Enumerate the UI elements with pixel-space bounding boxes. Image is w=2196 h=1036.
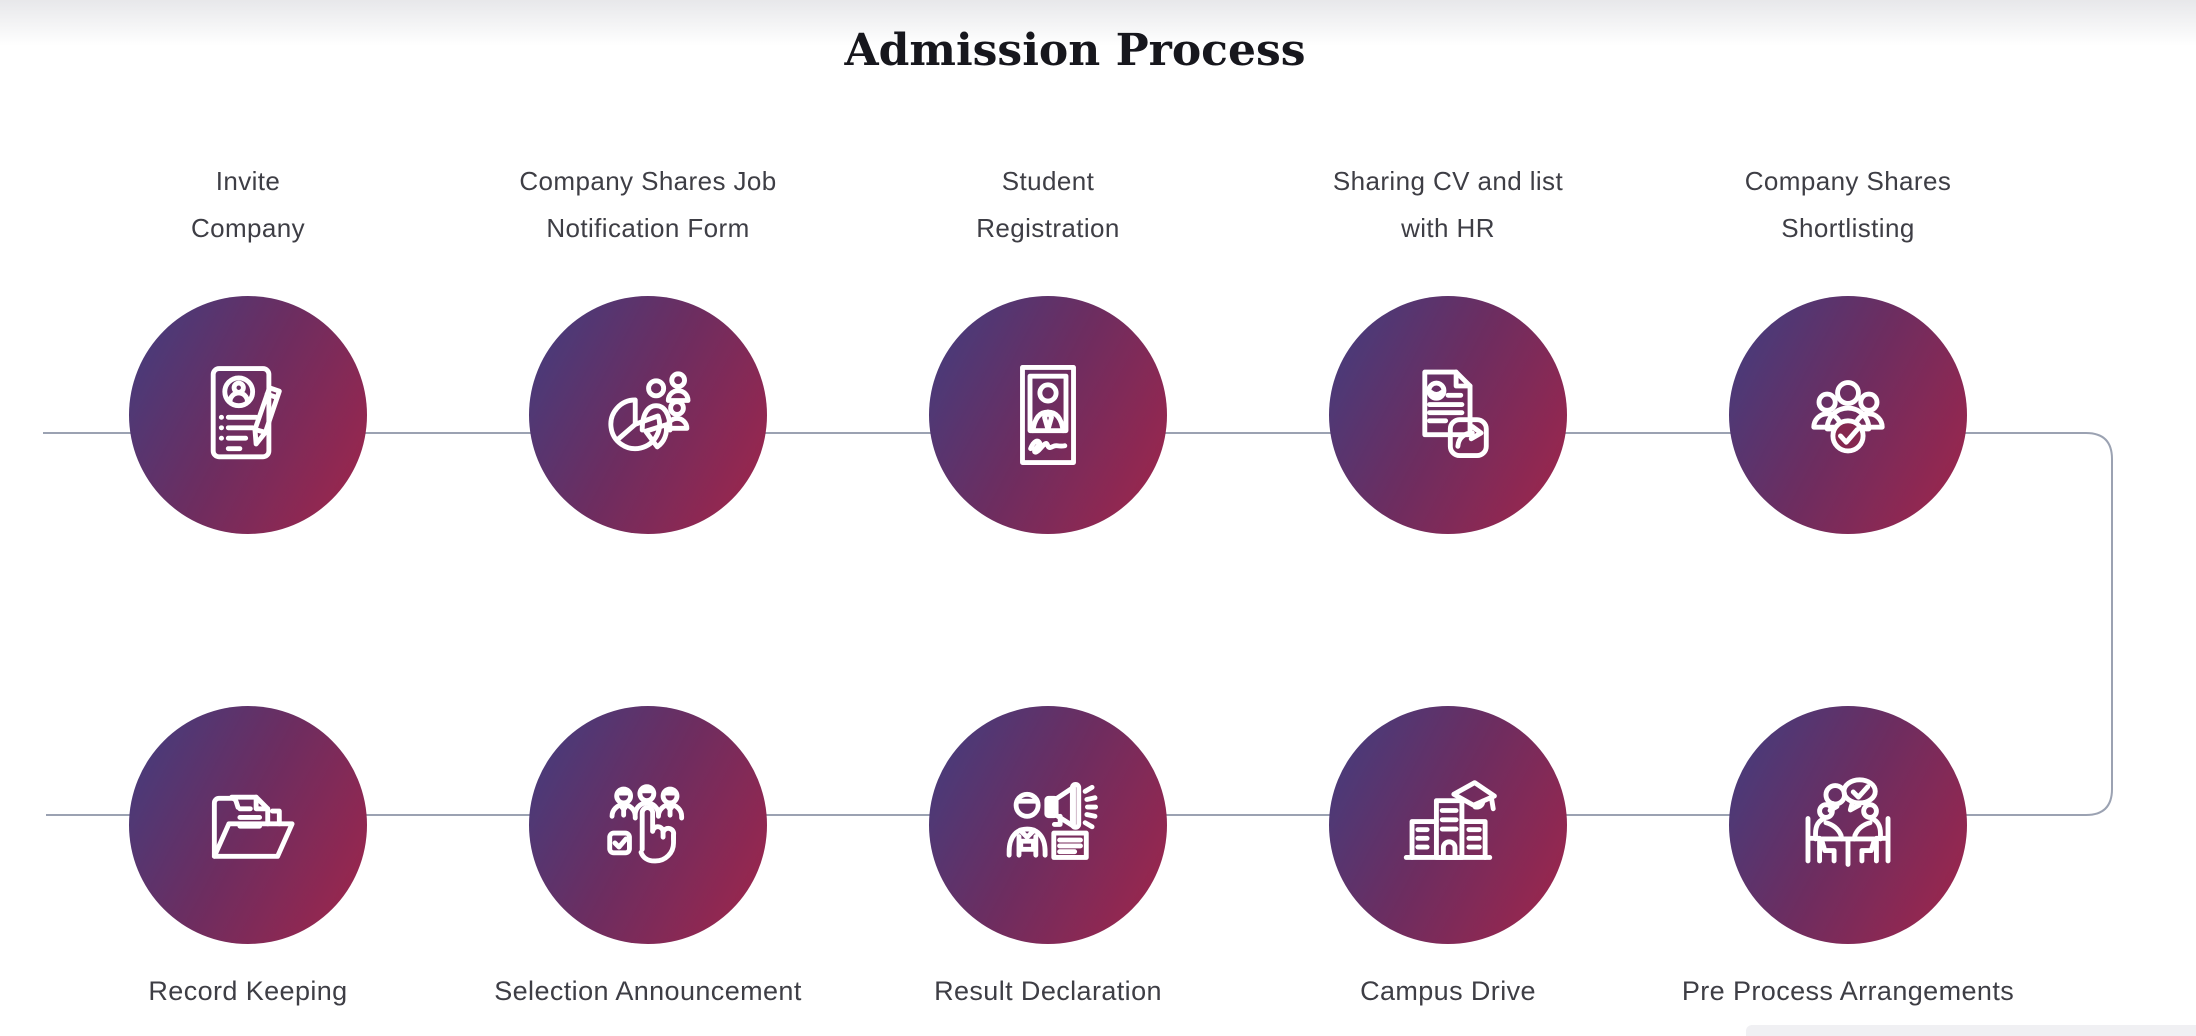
resume-pencil-icon [210,366,282,460]
step-circle-record-keeping [129,706,367,944]
candidate-pick-icon [607,784,685,864]
step-circle-sharing-cv [1329,296,1567,534]
page-title: Admission Process [844,25,1306,77]
bottom-edge-card-peek [1746,1025,2196,1036]
step-circle-invite-company [129,296,367,534]
step-label-pre-process: Pre Process Arrangements [1681,976,2015,1006]
step-label-selection-announcement: Selection Announcement [494,976,802,1006]
step-label-campus-drive: Campus Drive [1360,976,1536,1006]
step-circle-campus-drive [1329,706,1567,944]
step-label-student-registration: Student Registration [976,166,1120,243]
step-circle-result-declaration [929,706,1167,944]
interview-table-icon [1790,777,1906,867]
step-label-shortlisting: Company Shares Shortlisting [1744,166,1952,243]
step-circle-pre-process [1729,706,1967,944]
campus-building-icon [1403,780,1497,860]
id-photo-icon [1020,365,1076,465]
folder-documents-icon [211,794,295,859]
step-label-job-notification: Company Shares Job Notification Form [519,166,777,243]
step-circle-student-registration [929,296,1167,534]
step-label-result-declaration: Result Declaration [934,976,1162,1006]
step-circle-job-notification [529,296,767,534]
step-label-sharing-cv: Sharing CV and list with HR [1332,166,1564,243]
step-circle-selection-announcement [529,706,767,944]
people-check-icon [1811,380,1885,454]
cv-share-icon [1422,369,1489,459]
megaphone-person-icon [1006,781,1098,860]
pie-chart-people-icon [608,371,691,452]
step-circle-shortlisting [1729,296,1967,534]
step-label-record-keeping: Record Keeping [148,976,348,1006]
step-label-invite-company: Invite Company [190,166,306,243]
